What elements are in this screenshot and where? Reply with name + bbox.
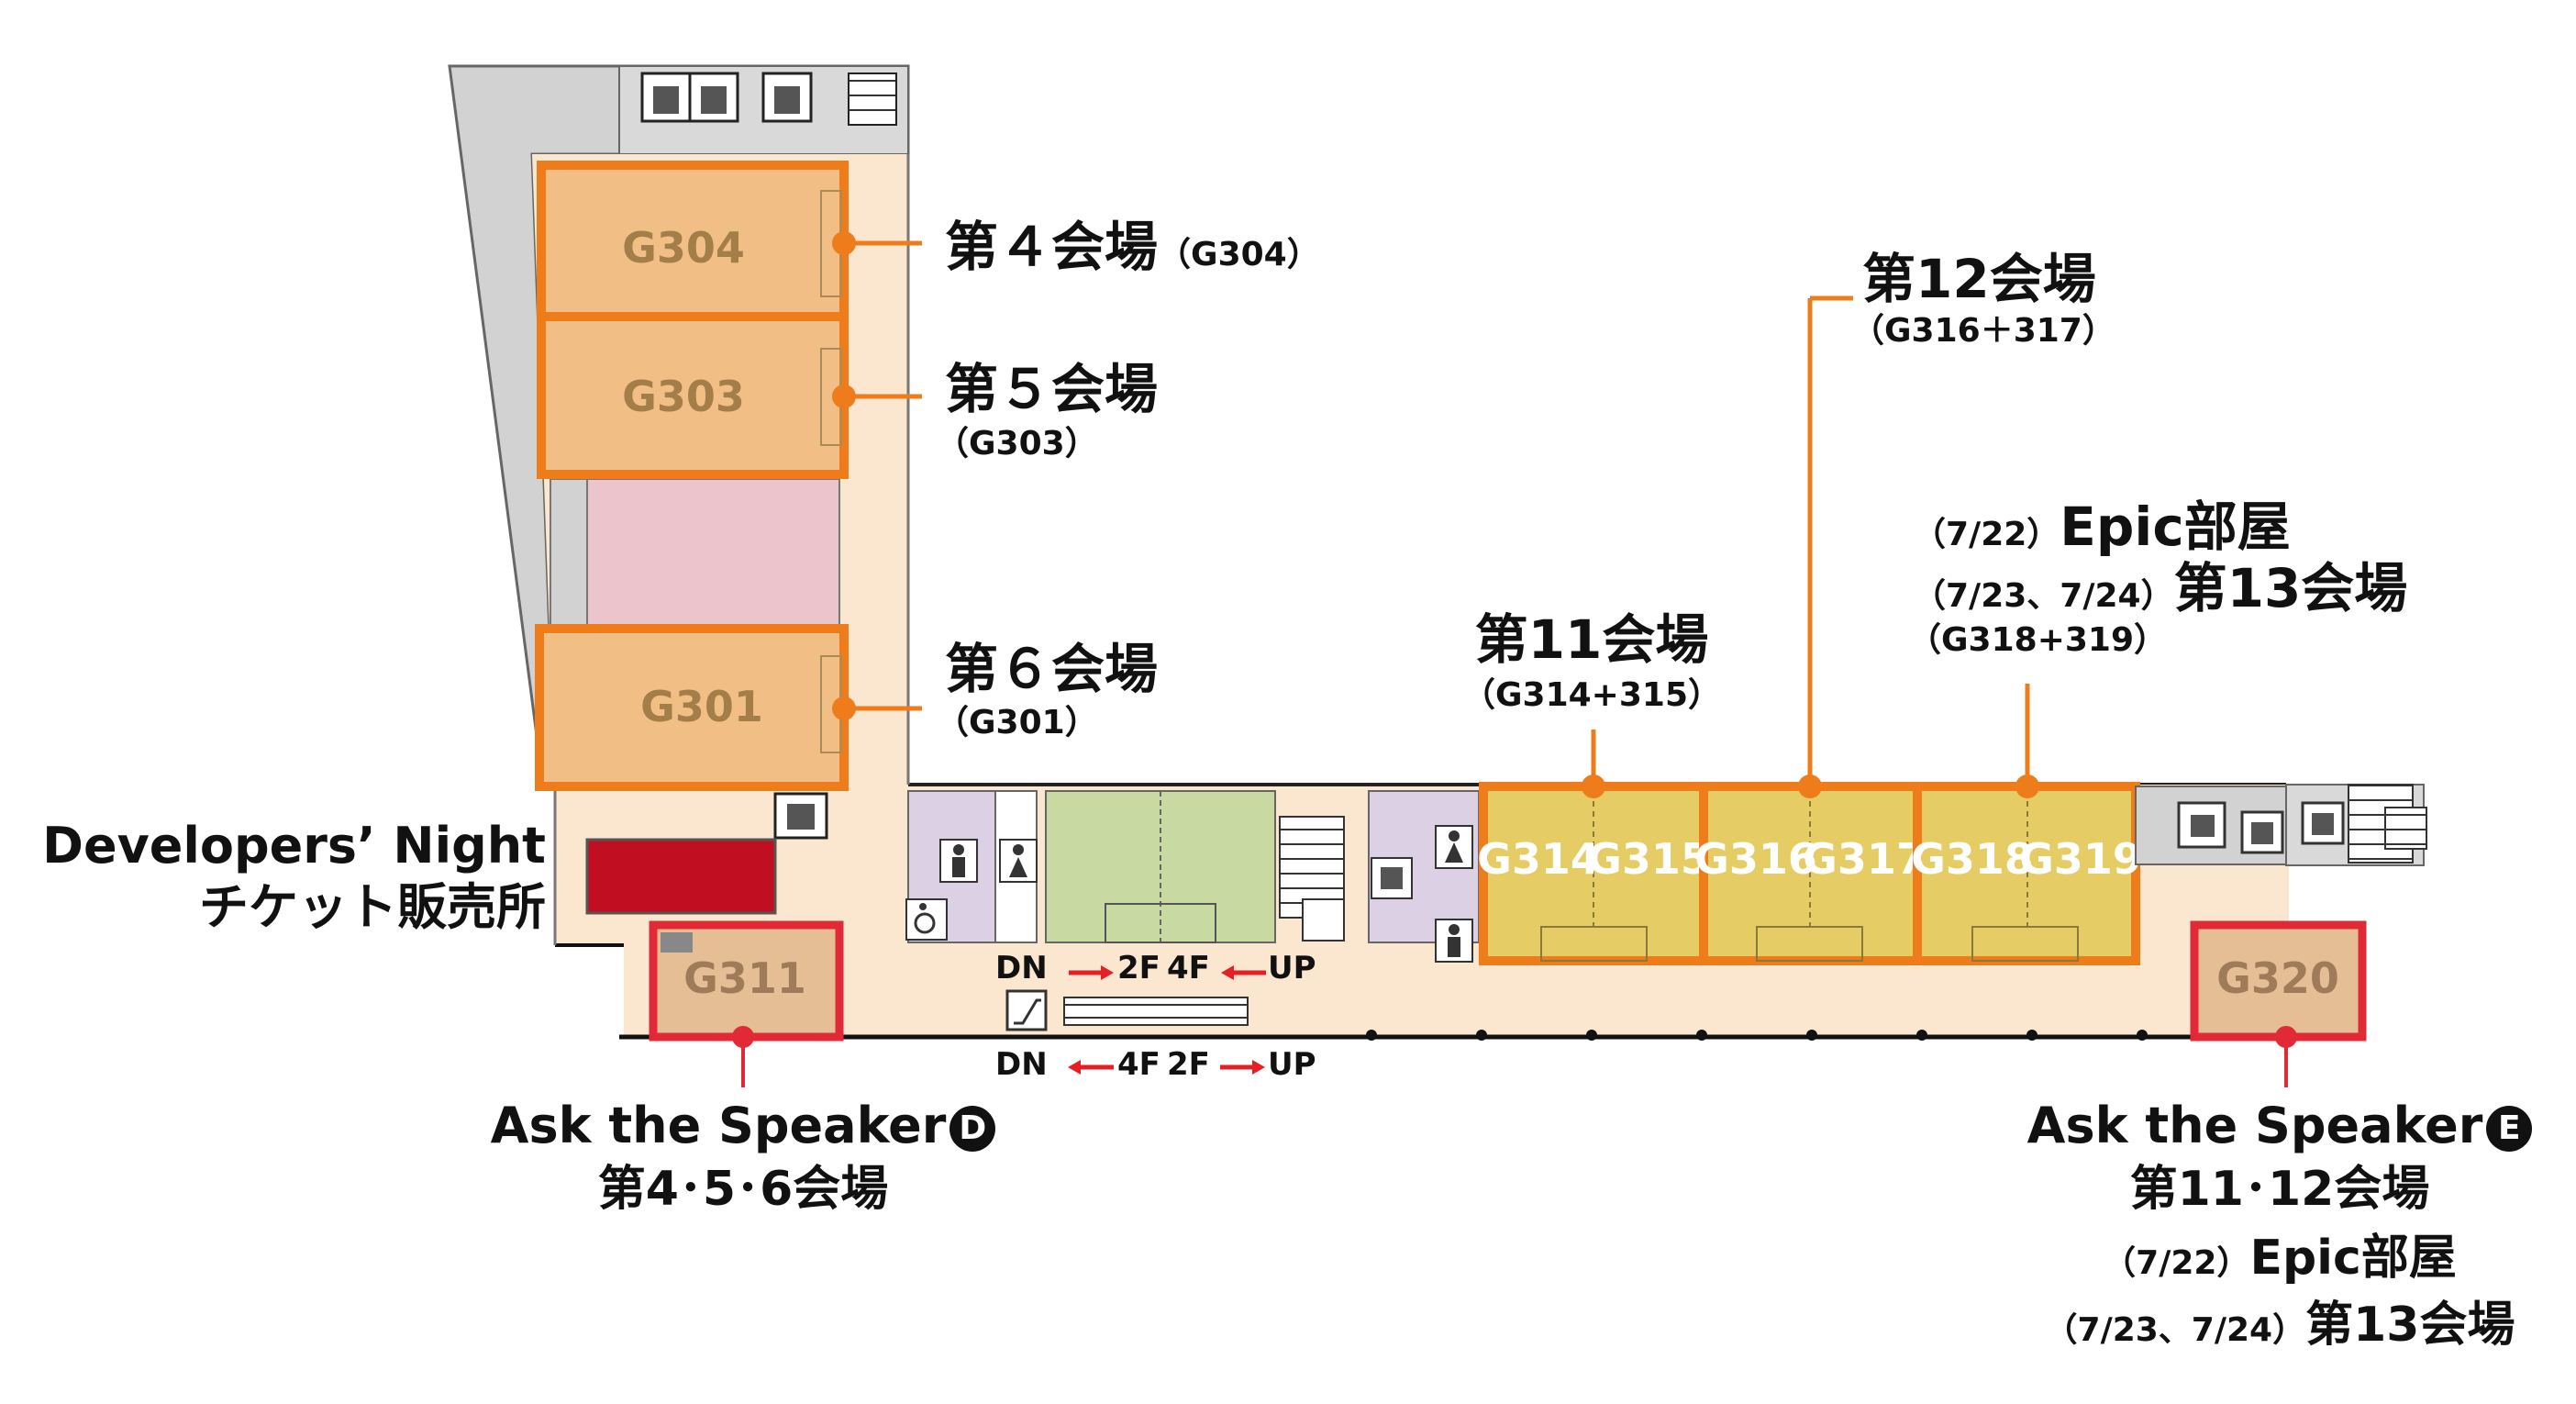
venue-13-name1: Epic部屋 <box>2060 496 2291 558</box>
escalator <box>1063 997 1249 1026</box>
escalator-bottom-dn-floor: 4F <box>1117 1046 1160 1083</box>
elevator-icon <box>2301 801 2345 845</box>
escalator-top-dn: DN <box>995 950 1048 986</box>
room-g315-label: G315 <box>1587 834 1710 884</box>
elevator-icon <box>773 792 828 840</box>
venue-11-name: 第11会場 <box>1474 608 1709 671</box>
venue-4-room: （G304） <box>1158 236 1320 273</box>
room-g316-label: G316 <box>1694 834 1817 884</box>
ask-speaker-d-badge: D <box>949 1106 996 1153</box>
ask-speaker-e-text: Ask the Speaker <box>2026 1097 2483 1154</box>
venue-12-name: 第12会場 <box>1862 248 2096 310</box>
ask-speaker-e-date2: （7/23、7/24） <box>2044 1311 2306 1349</box>
ask-speaker-e-venues: 第11･12会場 <box>2129 1162 2430 1217</box>
escalator-bottom-dn: DN <box>995 1046 1048 1083</box>
ask-speaker-e-name2: 第13会場 <box>2305 1298 2515 1353</box>
ask-speaker-e-line3: （7/22）Epic部屋 <box>1991 1234 2569 1282</box>
elevator-icon <box>688 72 739 123</box>
restroom-male-icon <box>1435 919 1473 963</box>
restroom-female-icon <box>999 839 1038 883</box>
developers-night-title: Developers’ Night <box>42 817 546 875</box>
ticket-machine-icon <box>2177 801 2226 849</box>
developers-night-booth[interactable] <box>585 838 777 915</box>
venue-12-room: （G316＋317） <box>1851 312 2115 350</box>
ask-speaker-e-name1: Epic部屋 <box>2249 1231 2457 1286</box>
venue-13-name2: 第13会場 <box>2173 557 2408 619</box>
room-g301-label: G301 <box>640 682 763 731</box>
ask-speaker-e-line4: （7/23、7/24）第13会場 <box>1991 1301 2569 1349</box>
developers-night-subtitle: チケット販売所 <box>199 878 546 936</box>
room-g320-label: G320 <box>2216 953 2339 1003</box>
escalator-direction-arrows <box>1068 965 1266 1075</box>
escalator-top-dn-floor: 2F <box>1117 950 1160 986</box>
venue-5-room: （G303） <box>936 425 1098 462</box>
ask-speaker-e-badge: E <box>2486 1106 2533 1153</box>
restroom-male-icon <box>939 839 978 883</box>
ask-speaker-e-date1: （7/22） <box>2103 1244 2250 1282</box>
venue-6-name: 第６会場 <box>945 638 1159 700</box>
room-g314-label: G314 <box>1477 834 1600 884</box>
elevator-icon <box>640 72 692 123</box>
room-g303[interactable] <box>537 312 849 479</box>
room-g317-label: G317 <box>1803 834 1926 884</box>
room-g318-label: G318 <box>1911 834 2034 884</box>
room-g303-label: G303 <box>622 372 745 421</box>
elevator-icon <box>2240 810 2284 854</box>
ticket-machine-icon <box>1371 857 1413 899</box>
room-g319-label: G319 <box>2019 834 2142 884</box>
venue-13-room: （G318+319） <box>1908 621 2168 659</box>
escalator-bottom-up: UP <box>1268 1046 1316 1083</box>
venue-13-date2: （7/23、7/24） <box>1913 577 2174 615</box>
venue-13-line2: （7/23、7/24）第13会場 <box>1913 562 2407 615</box>
room-g304-label: G304 <box>622 223 745 273</box>
stairs-icon <box>848 72 897 126</box>
venue-4-name: 第４会場 <box>945 216 1159 278</box>
venue-4-label: 第４会場（G304） <box>945 220 1320 273</box>
venue-11-room: （G314+315） <box>1461 676 1721 714</box>
restroom-female-icon <box>1435 825 1473 869</box>
venue-13-line1: （7/22）Epic部屋 <box>1913 500 2291 553</box>
ask-speaker-d-venues: 第4･5･6会場 <box>597 1162 889 1217</box>
meeting-room-pink <box>550 478 840 627</box>
escalator-bottom-up-floor: 2F <box>1167 1046 1210 1083</box>
ask-speaker-d-text: Ask the Speaker <box>490 1097 947 1154</box>
venue-13-date1: （7/22） <box>1913 516 2060 553</box>
room-g304[interactable] <box>537 161 849 321</box>
room-g311-label: G311 <box>683 953 806 1003</box>
room-g320[interactable] <box>2190 920 2367 1042</box>
escalator-top-up: UP <box>1268 950 1316 986</box>
venue-5-name: 第５会場 <box>945 358 1159 420</box>
venue-6-room: （G301） <box>936 704 1098 741</box>
wheelchair-icon <box>905 898 948 941</box>
elevator-icon <box>761 72 813 123</box>
escalator-icon <box>1005 989 1048 1031</box>
escalator-top-up-floor: 4F <box>1167 950 1210 986</box>
